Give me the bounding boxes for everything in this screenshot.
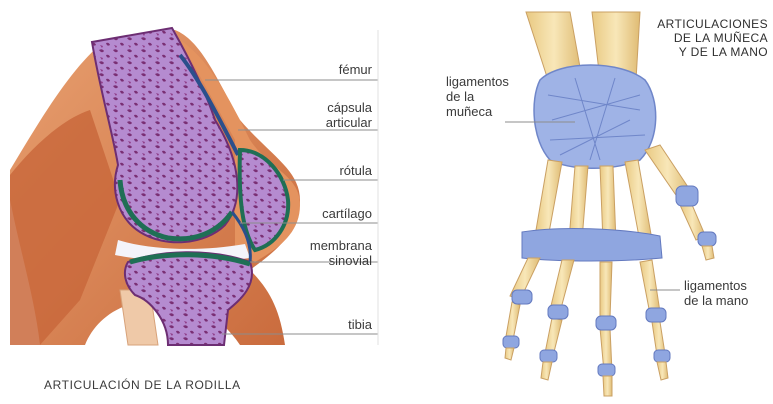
label-tibia: tibia (300, 317, 372, 332)
label-wrist-ligaments-line1: ligamentos (446, 74, 536, 89)
label-femur: fémur (300, 62, 372, 77)
metacarpal-ligament-band (522, 229, 662, 261)
label-membrana: membrana sinovial (270, 238, 372, 268)
hand-title-line2: DE LA MUÑECA (620, 31, 768, 45)
label-capsula-line1: cápsula (290, 100, 372, 115)
knee-title: ARTICULACIÓN DE LA RODILLA (44, 378, 241, 392)
label-cartilago: cartílago (290, 206, 372, 221)
hand-diagram (503, 12, 716, 396)
label-wrist-ligaments-line3: muñeca (446, 104, 536, 119)
label-wrist-ligaments-line2: de la (446, 89, 536, 104)
hand-title-line3: Y DE LA MANO (620, 45, 768, 59)
label-rotula: rótula (300, 163, 372, 178)
label-membrana-line1: membrana (270, 238, 372, 253)
label-wrist-ligaments: ligamentos de la muñeca (446, 74, 536, 119)
label-hand-ligaments-line2: de la mano (684, 293, 770, 308)
label-membrana-line2: sinovial (270, 253, 372, 268)
label-hand-ligaments: ligamentos de la mano (684, 278, 770, 308)
hand-title-line1: ARTICULACIONES (620, 17, 768, 31)
label-capsula: cápsula articular (290, 100, 372, 130)
label-hand-ligaments-line1: ligamentos (684, 278, 770, 293)
hand-title: ARTICULACIONES DE LA MUÑECA Y DE LA MANO (620, 17, 768, 59)
wrist-ligaments (534, 65, 656, 168)
label-capsula-line2: articular (290, 115, 372, 130)
